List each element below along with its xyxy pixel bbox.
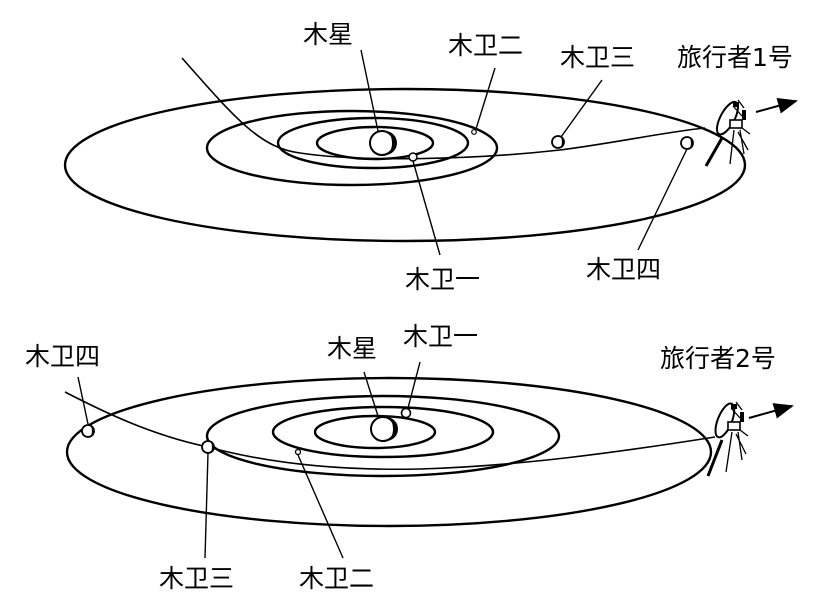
callisto-label: 木卫四 (25, 342, 100, 371)
io-label: 木卫一 (405, 265, 480, 294)
ganymede-leader (560, 79, 603, 138)
spacecraft-label: 旅行者2号 (660, 344, 776, 373)
io-leader (412, 160, 441, 256)
ganymede-label: 木卫三 (560, 43, 635, 72)
callisto-orbit (63, 87, 747, 243)
io-leader (407, 361, 421, 409)
spacecraft-icon (706, 401, 749, 477)
europa-orbit (271, 405, 495, 459)
io-orbit (313, 414, 437, 450)
io-label: 木卫一 (403, 322, 478, 351)
europa-label: 木卫二 (448, 31, 523, 60)
jupiter-icon (370, 416, 398, 442)
ganymede-leader (204, 452, 209, 559)
voyager1-trajectory (181, 57, 706, 160)
ganymede-orbit (205, 109, 499, 187)
callisto-label: 木卫四 (586, 255, 661, 284)
voyager2-trajectory (64, 391, 716, 471)
jupiter-leader (363, 371, 379, 417)
europa-label: 木卫二 (299, 564, 374, 593)
direction-arrow-icon (748, 403, 794, 419)
callisto-orbit (65, 376, 713, 528)
direction-arrow-icon (755, 98, 798, 114)
jupiter-icon (369, 130, 397, 156)
ganymede-orbit (205, 394, 561, 478)
europa-leader (475, 67, 496, 130)
jupiter-label: 木星 (303, 20, 353, 49)
voyager1-panel: 木星 木卫二 木卫三 旅行者1号 木卫一 木卫四 (63, 20, 798, 294)
jupiter-label: 木星 (327, 334, 377, 363)
jupiter-leader (360, 49, 379, 132)
europa-orbit (276, 116, 470, 170)
spacecraft-label: 旅行者1号 (677, 43, 793, 72)
spacecraft-icon (704, 99, 751, 167)
moon-icon (81, 407, 412, 456)
callisto-leader (77, 376, 89, 425)
moon-icon (408, 129, 694, 162)
ganymede-label: 木卫三 (159, 564, 234, 593)
europa-leader (297, 454, 344, 559)
voyager2-panel: 木星 木卫一 旅行者2号 木卫四 木卫三 木卫二 (25, 322, 794, 593)
callisto-leader (637, 148, 688, 251)
